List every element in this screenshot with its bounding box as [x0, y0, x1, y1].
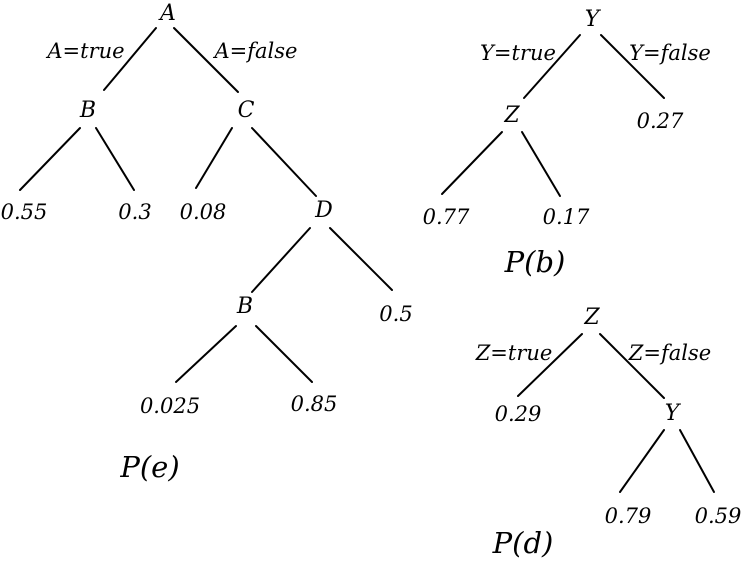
edge-y-z: [523, 34, 581, 99]
leaf-value: 0.5: [379, 302, 412, 326]
edge-b-leaf-0-3: [95, 127, 135, 191]
edge-y-leaf-0-59: [679, 429, 715, 493]
edge-b2-leaf-0-025: [175, 325, 237, 383]
leaf-value: 0.55: [1, 200, 48, 224]
edge-y-leaf-0-79: [619, 429, 665, 493]
edge-a-c: [173, 27, 239, 93]
edge-b-leaf-0-55: [19, 127, 81, 191]
tree-p-b: Y Z Y=true Y=false 0.27 0.77 0.17 P(b): [423, 7, 711, 279]
edge-z-leaf-0-29: [517, 333, 583, 397]
node-y: Y: [585, 7, 602, 32]
edge-z-y: [599, 333, 665, 399]
node-c: C: [238, 98, 255, 123]
leaf-value: 0.025: [140, 394, 200, 418]
edge-label-z-false: Z=false: [628, 341, 711, 365]
edge-label-y-false: Y=false: [629, 41, 711, 65]
edge-label-a-true: A=true: [45, 39, 124, 63]
tree-p-d: Z Y Z=true Z=false 0.29 0.79 0.59 P(d): [475, 305, 742, 560]
edge-c-leaf-0-08: [195, 127, 233, 189]
edge-d-leaf-0-5: [329, 227, 393, 291]
edge-a-b: [103, 27, 157, 91]
leaf-value: 0.77: [423, 205, 470, 229]
edge-label-a-false: A=false: [213, 39, 298, 63]
leaf-value: 0.29: [495, 402, 542, 426]
caption-p-b: P(b): [504, 245, 566, 279]
leaf-value: 0.17: [543, 205, 590, 229]
node-y: Y: [665, 401, 682, 426]
leaf-value: 0.27: [637, 109, 684, 133]
leaf-value: 0.79: [605, 504, 652, 528]
node-z: Z: [503, 103, 520, 128]
node-d: D: [314, 198, 333, 223]
edge-z-leaf-0-17: [521, 131, 561, 197]
node-a: A: [158, 1, 176, 26]
node-b2: B: [236, 294, 253, 319]
node-z: Z: [583, 305, 600, 330]
edge-b2-leaf-0-85: [255, 325, 313, 383]
caption-p-d: P(d): [492, 526, 554, 560]
leaf-value: 0.85: [291, 392, 338, 416]
edge-y-leaf-0-27: [600, 34, 665, 99]
leaf-value: 0.08: [180, 200, 227, 224]
leaf-value: 0.59: [695, 504, 742, 528]
caption-p-e: P(e): [119, 450, 179, 484]
edge-label-z-true: Z=true: [475, 341, 553, 365]
leaf-value: 0.3: [118, 200, 151, 224]
edge-d-b2: [251, 227, 311, 293]
node-b: B: [79, 98, 96, 123]
tree-p-e: A B C D B A=true A=false 0.55 0.3 0.08 0…: [1, 1, 413, 484]
edge-label-y-true: Y=true: [480, 41, 556, 65]
edge-z-leaf-0-77: [441, 131, 503, 195]
edge-c-d: [251, 127, 317, 197]
